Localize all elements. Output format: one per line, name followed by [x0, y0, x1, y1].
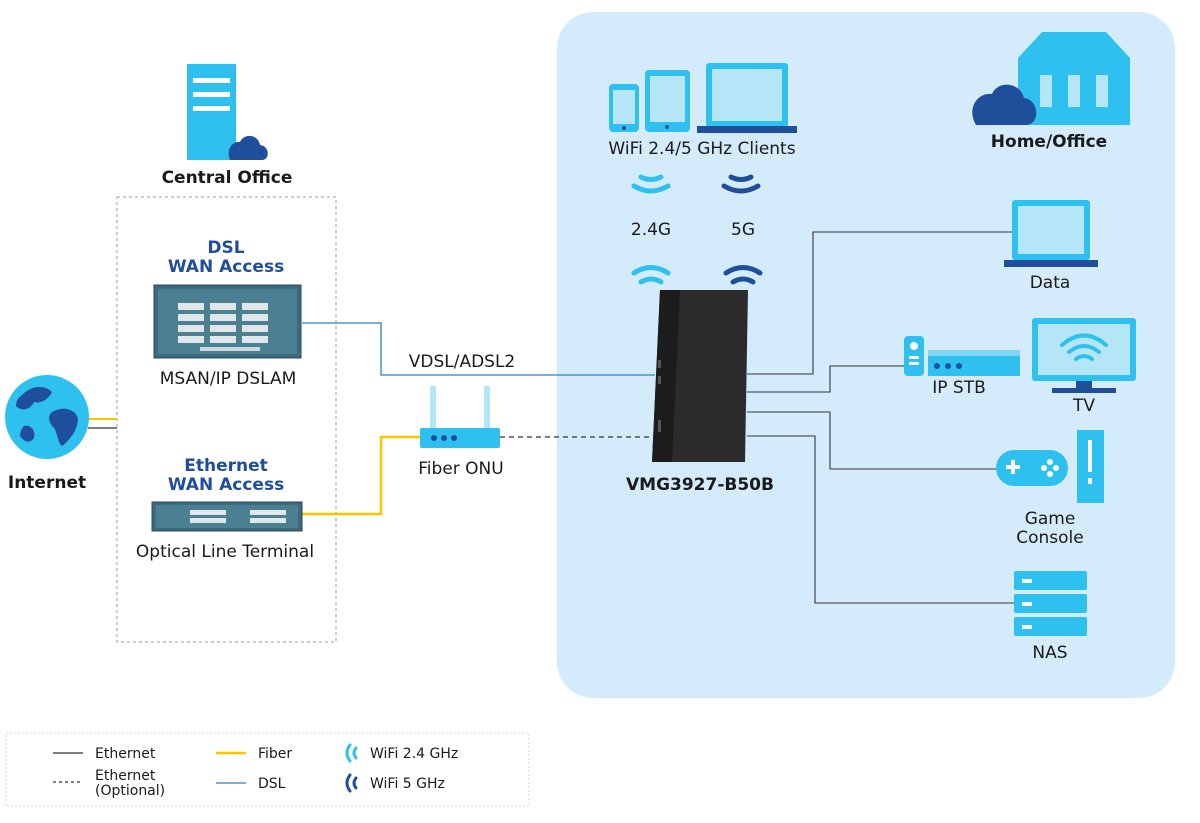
- legend-ethernet-optional-line1: Ethernet: [95, 768, 156, 784]
- fiber-link: [302, 435, 420, 516]
- legend-wifi5-icon: [345, 773, 358, 793]
- wifi-5-router-icon: [723, 265, 763, 285]
- router-data-link: [747, 231, 1012, 375]
- tv-icon: [1032, 318, 1136, 393]
- legend-fiber-label: Fiber: [258, 746, 292, 762]
- dsl-wan-heading-2: WAN Access: [168, 257, 284, 277]
- legend-wifi24-label: WiFi 2.4 GHz: [370, 746, 458, 762]
- wifi-clients-label: WiFi 2.4/5 GHz Clients: [608, 139, 795, 159]
- ip-stb-label: IP STB: [932, 378, 986, 398]
- home-office-panel: [557, 12, 1175, 698]
- wifi-24-router-icon: [631, 265, 671, 285]
- band-5-label: 5G: [731, 220, 755, 240]
- legend-wifi5-label: WiFi 5 GHz: [370, 776, 445, 792]
- fiber-onu-label: Fiber ONU: [418, 459, 503, 479]
- legend-dsl-label: DSL: [258, 776, 286, 792]
- legend-ethernet-optional-line2: (Optional): [95, 783, 165, 799]
- legend-wifi24-icon: [345, 743, 358, 763]
- tv-label: TV: [1072, 396, 1095, 416]
- data-label: Data: [1030, 273, 1071, 293]
- nas-label: NAS: [1032, 643, 1067, 663]
- laptop-icon: [697, 63, 797, 133]
- dsl-wan-heading-1: DSL: [207, 238, 244, 258]
- console-tower-icon: [1077, 430, 1104, 503]
- gamepad-icon: [996, 450, 1068, 486]
- router-icon: [652, 290, 748, 462]
- router-nas-link: [747, 435, 1014, 604]
- olt-label: Optical Line Terminal: [136, 542, 314, 562]
- router-model-label: VMG3927-B50B: [626, 475, 774, 495]
- olt-chassis-icon: [151, 501, 303, 532]
- server-cloud-icon: [187, 64, 268, 160]
- band-24-label: 2.4G: [631, 220, 671, 240]
- router-game-link: [747, 411, 996, 470]
- phone-icon: [609, 84, 639, 132]
- dsl-link: [302, 322, 655, 376]
- game-label-line1: Game: [1025, 509, 1076, 529]
- house-cloud-icon: [972, 32, 1130, 125]
- game-label-line2: Console: [1016, 528, 1084, 548]
- remote-control-icon: [904, 336, 924, 376]
- connection-lines: [88, 231, 1014, 604]
- set-top-box-icon: [928, 350, 1020, 376]
- legend: Ethernet Ethernet (Optional) Fiber DSL W…: [5, 732, 530, 807]
- globe-icon: [5, 375, 89, 459]
- dslam-chassis-icon: [153, 284, 302, 359]
- wifi-24-client-icon: [631, 174, 671, 194]
- eth-wan-heading-2: WAN Access: [168, 475, 284, 495]
- internet-label: Internet: [8, 473, 86, 493]
- vdsl-link-label: VDSL/ADSL2: [409, 352, 516, 372]
- legend-ethernet-label: Ethernet: [95, 746, 156, 762]
- eth-wan-heading-1: Ethernet: [184, 456, 268, 476]
- data-laptop-icon: [1004, 200, 1098, 267]
- dslam-label: MSAN/IP DSLAM: [160, 369, 297, 389]
- tablet-icon: [645, 70, 690, 132]
- wifi-5-client-icon: [721, 174, 761, 194]
- home-office-title: Home/Office: [991, 132, 1107, 152]
- fiber-onu-icon: [420, 386, 500, 448]
- central-office-title: Central Office: [162, 168, 293, 188]
- nas-icon: [1014, 571, 1087, 636]
- router-stb-link: [747, 365, 905, 393]
